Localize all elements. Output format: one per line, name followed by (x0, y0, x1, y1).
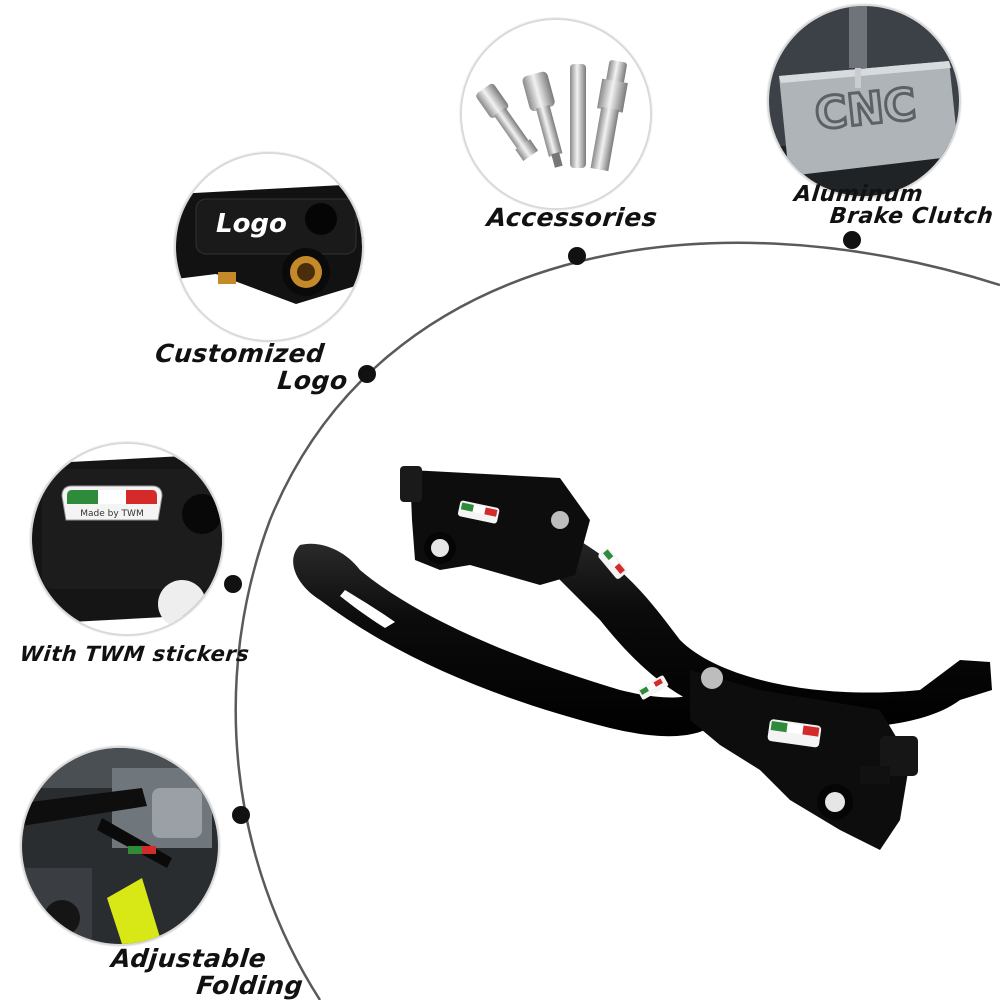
aluminum-marker-dot (843, 231, 861, 249)
lower-lever (293, 543, 918, 850)
custom-logo-image: Logo (174, 152, 364, 342)
sticker-text: Made by TWM (80, 509, 143, 519)
aluminum-label-line1: Aluminum (792, 182, 925, 207)
folding-label: Adjustable Folding (107, 944, 307, 1000)
accessories-label: Accessories (485, 203, 659, 232)
aluminum-label: Aluminum Brake Clutch (791, 182, 997, 229)
custom-logo-marker-dot (358, 365, 376, 383)
folding-marker-dot (232, 806, 250, 824)
logo-engraving: Logo (216, 209, 287, 239)
custom-logo-label-line2: Logo (276, 366, 350, 395)
stickers-label: With TWM stickers (18, 642, 251, 666)
folding-label-line1: Adjustable (109, 944, 268, 973)
cnc-machining-image: CNC (767, 4, 961, 198)
folding-bike-image (20, 746, 220, 946)
folding-label-line2: Folding (195, 971, 305, 1000)
aluminum-label-line2: Brake Clutch (828, 204, 995, 229)
custom-logo-label: Customized Logo (151, 339, 352, 395)
accessories-marker-dot (568, 247, 586, 265)
cnc-engraving: CNC (812, 79, 918, 140)
accessories-image (460, 18, 652, 210)
upper-lever (400, 466, 992, 729)
custom-logo-label-line1: Customized (153, 339, 327, 368)
stickers-marker-dot (224, 575, 242, 593)
stickers-image: Made by TWM (30, 442, 224, 636)
